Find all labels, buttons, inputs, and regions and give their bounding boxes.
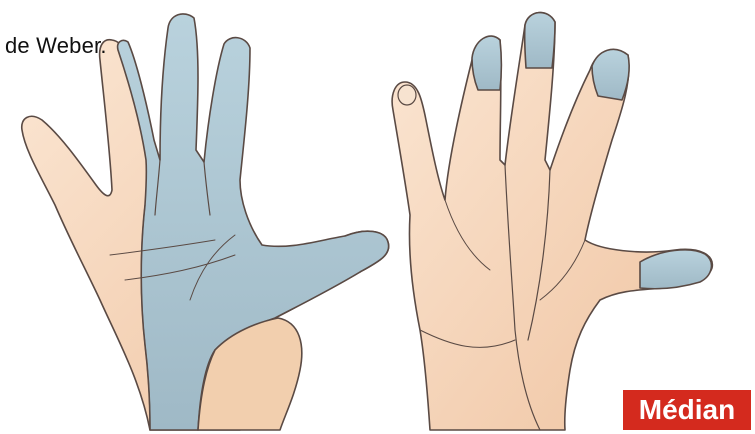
dorsal-hand (392, 13, 712, 430)
dorsal-hand-skin (392, 13, 712, 430)
median-badge: Médian (623, 390, 751, 430)
dorsal-ring-tip (592, 49, 629, 100)
palmar-hand (22, 14, 389, 430)
dorsal-nail (398, 85, 416, 105)
dorsal-middle-tip (525, 13, 555, 68)
caption-text: de Weber. (5, 33, 107, 59)
dorsal-index-tip (472, 36, 502, 90)
